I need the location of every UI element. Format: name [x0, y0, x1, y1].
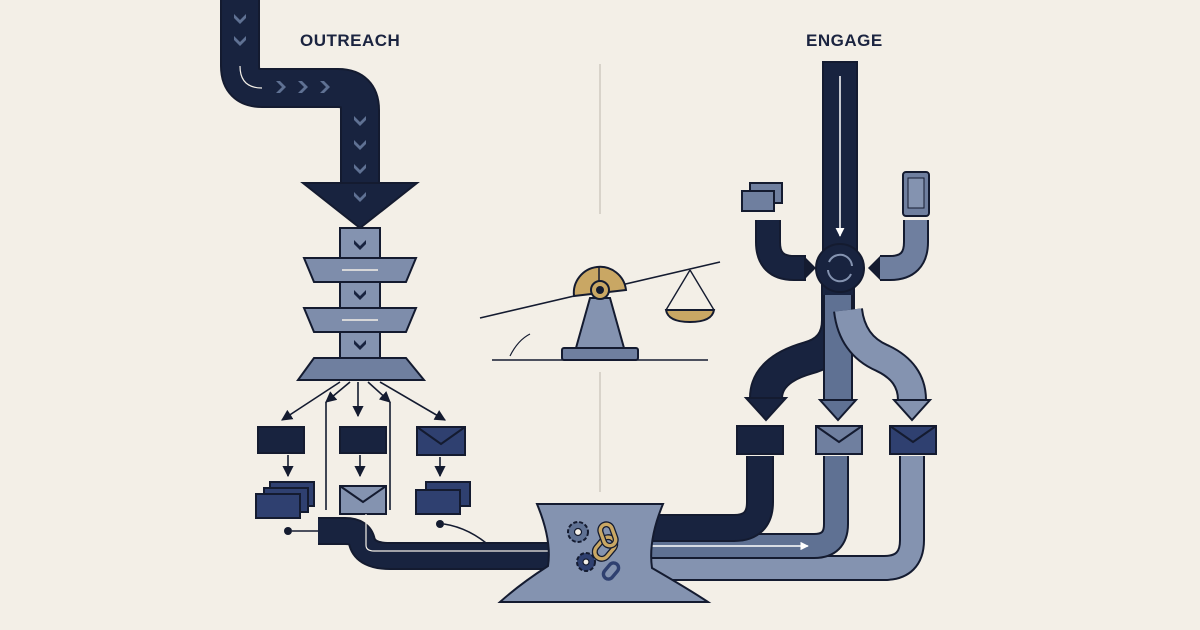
- engage-box-1: [736, 425, 784, 455]
- gear-icon: [567, 521, 596, 572]
- mobile-phone-icon: [902, 171, 930, 217]
- filter-column: [296, 227, 427, 381]
- envelope-icon: [815, 425, 863, 455]
- engage-label: ENGAGE: [806, 31, 883, 50]
- integration-hopper: [497, 503, 712, 603]
- filter-stage-3: [296, 357, 427, 381]
- channel-box-2: [339, 426, 387, 454]
- outreach-main-pipe: [220, 0, 380, 190]
- envelope-icon: [416, 426, 466, 456]
- outreach-label: OUTREACH: [300, 31, 401, 50]
- envelope-icon: [889, 425, 937, 455]
- return-pipes: [600, 456, 925, 581]
- collector-pipe-left: [318, 514, 560, 570]
- desktop-icon: [741, 182, 783, 212]
- balance-scale-icon: [479, 261, 721, 361]
- envelope-icon: [339, 485, 387, 515]
- chain-link-icon: [591, 521, 621, 581]
- row2-arrows: [282, 455, 446, 478]
- stacked-cards-icon: [255, 481, 315, 519]
- fan-out-arrows: [281, 381, 446, 510]
- outreach-arrow-head: [300, 182, 420, 230]
- pipe-chevrons: [234, 14, 366, 174]
- channel-box-1: [257, 426, 305, 454]
- sync-hub-icon: [815, 243, 865, 293]
- output-branches: [743, 270, 933, 422]
- stacked-cards-icon: [415, 481, 471, 515]
- engage-main-pipe: [822, 61, 858, 251]
